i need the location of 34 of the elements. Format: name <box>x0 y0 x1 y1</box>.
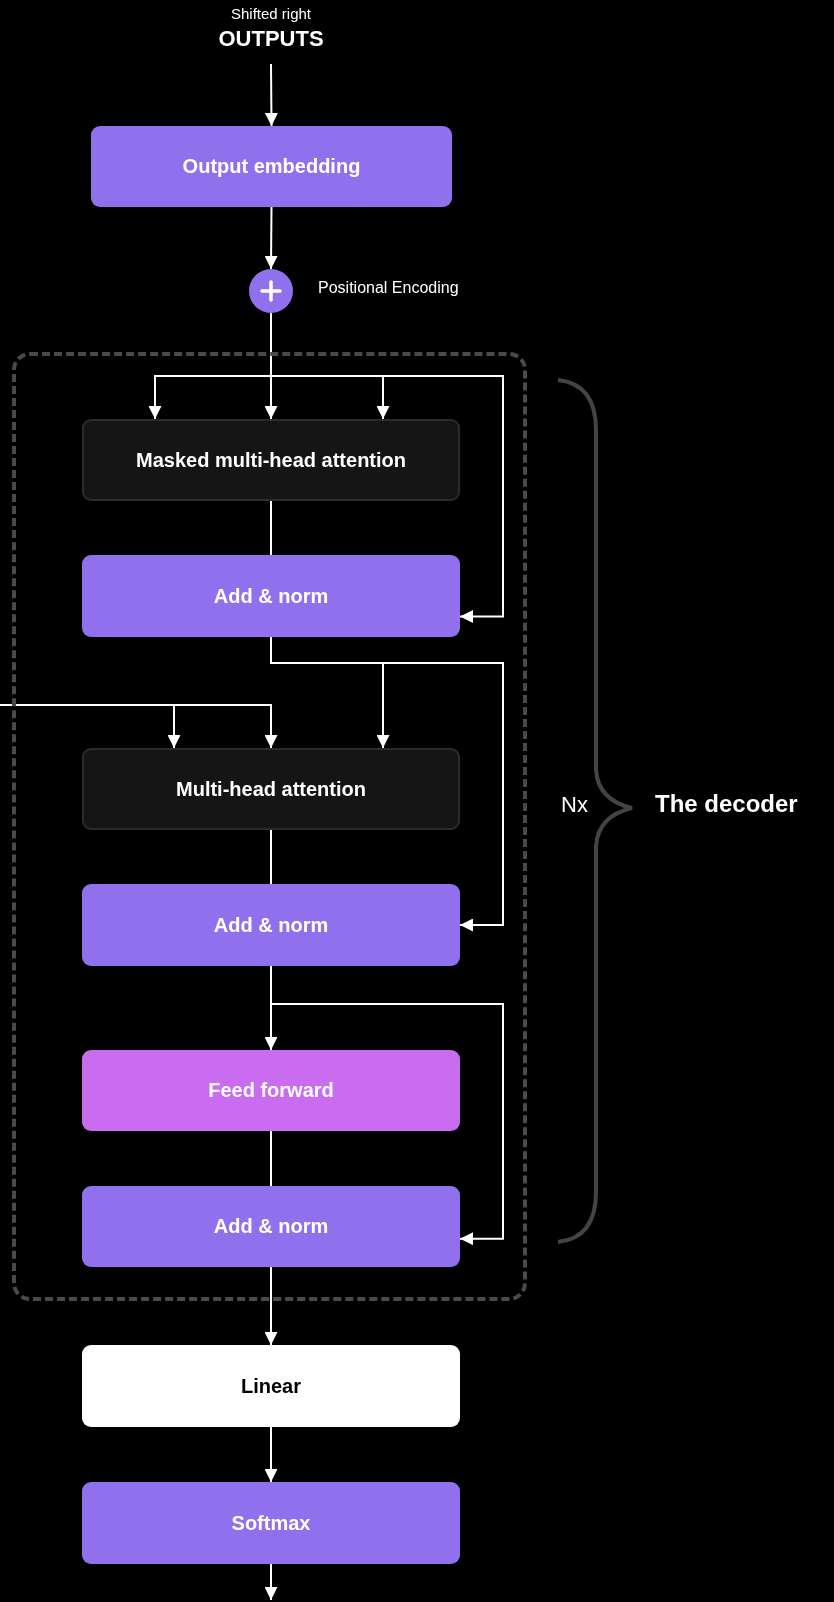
arrow <box>0 704 278 749</box>
add-circle <box>249 269 293 313</box>
layer-box <box>82 748 460 830</box>
layer-box <box>82 1482 460 1564</box>
layer-box <box>82 555 460 637</box>
arrow <box>264 1563 278 1601</box>
layer-box <box>82 1186 460 1267</box>
dashed-region <box>12 352 527 1301</box>
layer-box <box>82 1345 460 1427</box>
layer-box <box>82 419 460 501</box>
arrow <box>264 1426 278 1483</box>
layer-label: Linear <box>240 1374 302 1398</box>
layer-label: Output embedding <box>181 155 362 178</box>
layer-box <box>82 1050 460 1131</box>
layer-label: Add & norm <box>212 584 330 608</box>
connector-line <box>270 500 272 556</box>
connector-line <box>270 829 272 885</box>
heading-text: OUTPUTS <box>218 25 324 53</box>
layer-label: Masked multi-head attention <box>135 448 407 472</box>
annotation-text: Positional Encoding <box>318 279 459 297</box>
layer-box <box>82 884 460 966</box>
layer-box <box>91 126 452 207</box>
arrow <box>264 63 278 127</box>
layer-label: Multi-head attention <box>175 777 367 801</box>
arrow <box>264 1266 278 1346</box>
layer-label: Softmax <box>230 1511 312 1535</box>
layer-label: Feed forward <box>207 1079 335 1102</box>
caption-text: Shifted right <box>230 4 311 24</box>
arrow <box>264 206 278 270</box>
layer-label: Add & norm <box>212 1215 330 1238</box>
repeat-label: Nx <box>561 792 588 818</box>
connector-line <box>270 1130 272 1187</box>
section-title: The decoder <box>655 790 798 818</box>
layer-label: Add & norm <box>212 913 330 937</box>
